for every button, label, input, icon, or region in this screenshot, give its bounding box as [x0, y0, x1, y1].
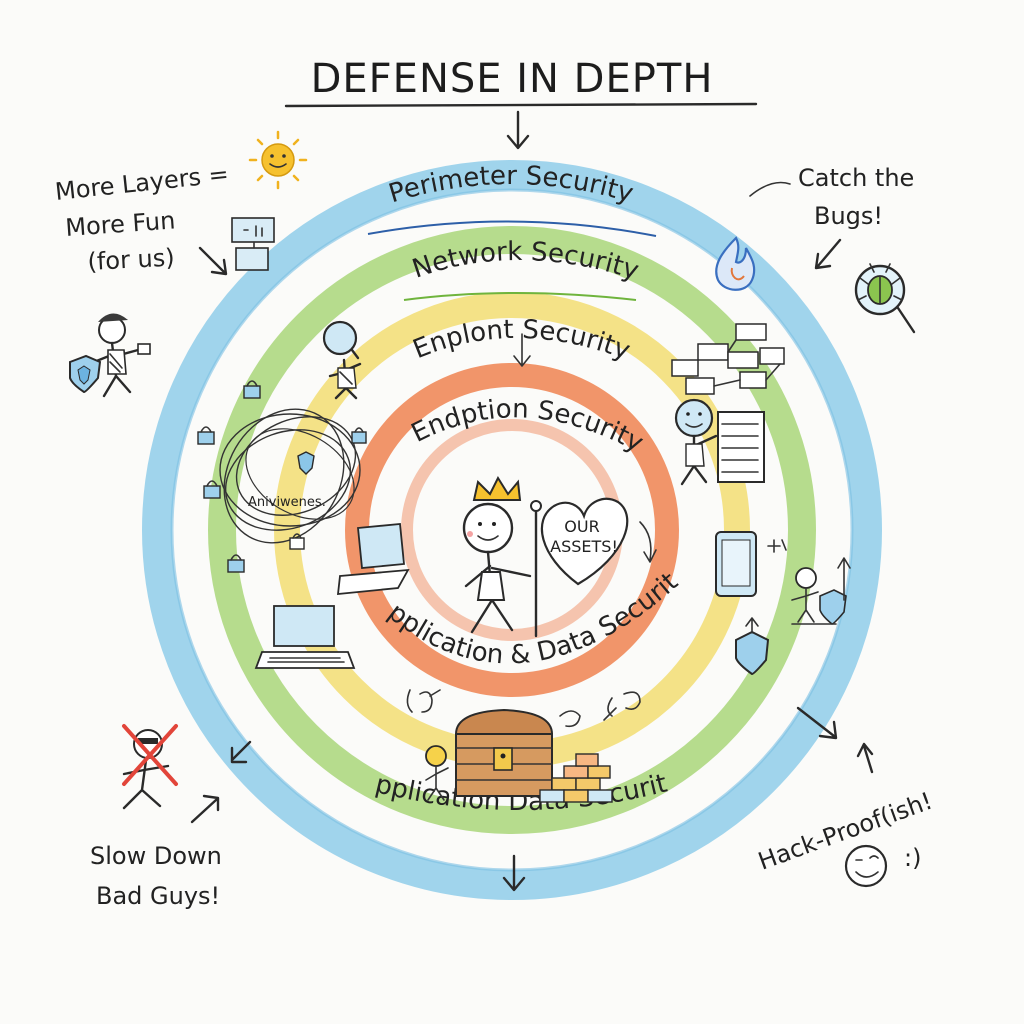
- right-ring-arrow-icon: [796, 706, 838, 740]
- guard-figure-icon: [69, 313, 151, 398]
- lock-icon: [227, 554, 245, 573]
- bottom-arrow-icon: [502, 854, 526, 892]
- shield-icon: [735, 617, 770, 676]
- lock-icon: [197, 426, 215, 445]
- more-layers-line-3: (for us): [87, 243, 175, 276]
- slow-down-note: Slow Down Bad Guys!: [90, 842, 222, 910]
- flowchart-icon: [671, 323, 785, 395]
- small-figure-icon: [425, 745, 449, 801]
- treasure-chest-icon: [454, 708, 554, 797]
- slow-down-line-2: Bad Guys!: [96, 882, 220, 910]
- endpoint-arrow-icon: [513, 333, 531, 367]
- swirl-icons: [406, 689, 641, 728]
- heart-icon: [540, 497, 629, 586]
- catch-bugs-arrow-icon: [814, 238, 842, 270]
- bug-magnifier-icon: [854, 263, 916, 334]
- laptop-icon: [336, 523, 410, 596]
- more-layers-arrow-icon: [198, 246, 228, 276]
- assets-line-2: ASSETS!: [550, 537, 618, 556]
- wink-smiley-icon: [844, 844, 888, 888]
- assets-heart: OUR ASSETS!: [540, 497, 657, 586]
- more-layers-line-1: More Layers =: [54, 160, 230, 206]
- lock-icon: [243, 380, 261, 399]
- laptop-icon: [254, 605, 356, 669]
- network-ring: [208, 226, 816, 834]
- smiley-text: :): [904, 844, 921, 872]
- lock-icon: [351, 427, 367, 444]
- network-underline: [403, 292, 637, 301]
- gold-bricks-icon: [539, 753, 613, 803]
- king-figure-icon: [462, 475, 542, 638]
- fire-icon: [715, 236, 756, 291]
- left-ring-arrow-icon: [230, 740, 252, 764]
- defender-figure-icon: [767, 539, 851, 625]
- catch-bugs-line-1: Catch the: [798, 164, 914, 192]
- bad-guy-arrow-icon: [190, 794, 220, 824]
- title-arrow-icon: [506, 110, 530, 150]
- assets-line-1: OUR: [564, 517, 599, 536]
- lock-icon: [203, 480, 221, 499]
- title-underline: [284, 102, 758, 108]
- slow-down-line-1: Slow Down: [90, 842, 222, 870]
- lock-network-icon: Aniviwenes.: [219, 408, 361, 544]
- dashboard-icon: [231, 217, 275, 271]
- title-block: DEFENSE IN DEPTH: [284, 56, 758, 150]
- searcher-figure-icon: [322, 320, 362, 400]
- tablet-icon: [715, 531, 757, 597]
- server-admin-icon: [674, 398, 765, 486]
- more-layers-note: More Layers = More Fun (for us): [54, 160, 230, 276]
- perimeter-ring: [142, 160, 882, 900]
- catch-bugs-line-2: Bugs!: [814, 202, 883, 230]
- web-label: Aniviwenes.: [248, 495, 326, 510]
- hack-proof-arrow-icon: [856, 742, 874, 774]
- hack-proof-note: Hack-Proof(ish! :): [754, 787, 936, 888]
- perimeter-ring-inner-line: [170, 188, 854, 872]
- sun-icon: [248, 130, 308, 190]
- more-layers-line-2: More Fun: [64, 206, 176, 242]
- perimeter-underline: [367, 220, 657, 237]
- catch-bugs-note: Catch the Bugs!: [749, 164, 914, 270]
- lock-icon: [289, 533, 305, 550]
- application-ring: [345, 363, 679, 697]
- bad-guy-icon: [122, 724, 178, 810]
- page-title: DEFENSE IN DEPTH: [311, 56, 714, 102]
- lock-icons: [197, 380, 367, 573]
